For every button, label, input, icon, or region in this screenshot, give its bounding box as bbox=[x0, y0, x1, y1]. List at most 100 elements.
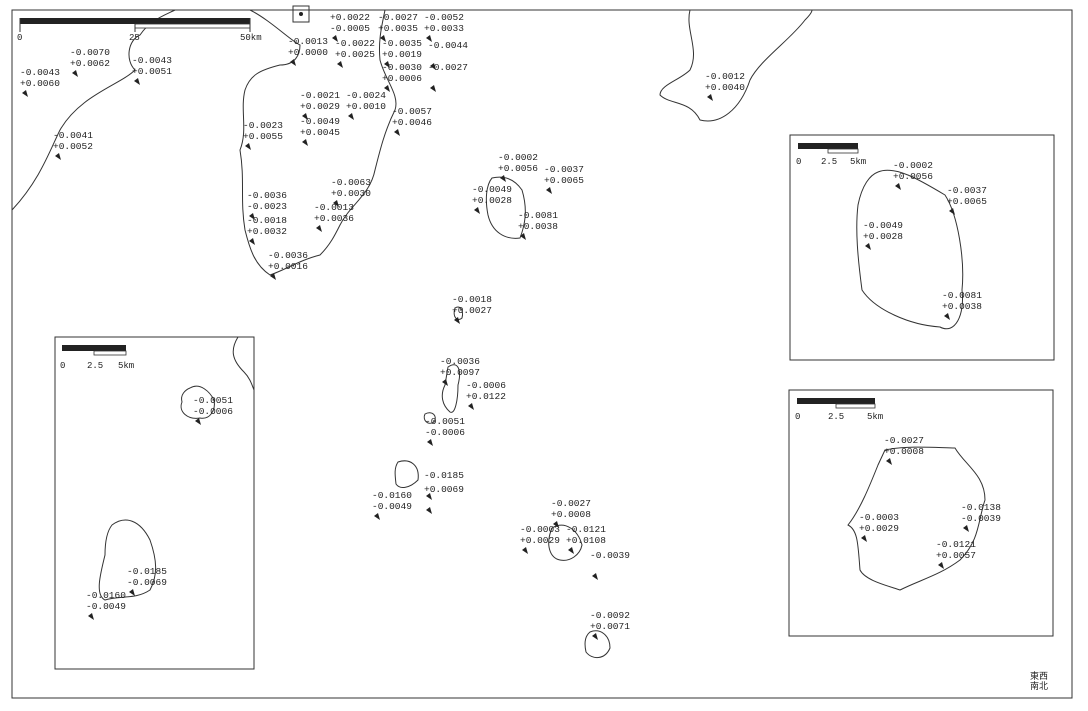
main-frame bbox=[11, 9, 1073, 699]
displacement-arrow-icon bbox=[553, 521, 559, 528]
north-south-value: +0.0025 bbox=[335, 49, 375, 60]
east-west-value: -0.0092 bbox=[590, 610, 630, 621]
north-south-value: -0.0069 bbox=[127, 577, 167, 588]
inset-se-scale-2-5: 2.5 bbox=[828, 412, 845, 422]
east-west-value: -0.0013 bbox=[288, 36, 328, 47]
east-west-value: -0.0044 bbox=[428, 40, 468, 51]
displacement-label: -0.0012+0.0040 bbox=[705, 71, 745, 93]
north-south-value: -0.0049 bbox=[86, 601, 126, 612]
legend-north-south: 南北 bbox=[1030, 682, 1049, 692]
displacement-arrow-icon bbox=[500, 175, 506, 182]
east-west-value: -0.0022 bbox=[335, 38, 375, 49]
east-west-value: -0.0006 bbox=[466, 380, 506, 391]
displacement-label: -0.0027+0.0008 bbox=[884, 435, 924, 457]
north-south-value: +0.0027 bbox=[452, 305, 492, 316]
scale-tick-0: 0 bbox=[17, 33, 23, 43]
east-west-value: -0.0036 bbox=[440, 356, 480, 367]
displacement-arrow-icon bbox=[707, 94, 713, 101]
displacement-label: +0.0022-0.0005 bbox=[330, 12, 370, 34]
displacement-arrow-icon bbox=[454, 317, 460, 324]
displacement-label: -0.0063+0.0030 bbox=[331, 177, 371, 199]
north-south-value: +0.0019 bbox=[382, 49, 422, 60]
displacement-arrow-icon bbox=[72, 70, 78, 77]
east-west-value: -0.0037 bbox=[947, 185, 987, 196]
displacement-label: -0.0036+0.0097 bbox=[440, 356, 480, 378]
displacement-arrow-icon bbox=[442, 379, 448, 386]
east-west-value: -0.0024 bbox=[346, 90, 386, 101]
east-west-value: -0.0018 bbox=[452, 294, 492, 305]
displacement-label: -0.0027 bbox=[428, 62, 468, 73]
displacement-arrow-icon bbox=[474, 207, 480, 214]
displacement-label: -0.0057+0.0046 bbox=[392, 106, 432, 128]
displacement-label: -0.0003+0.0029 bbox=[859, 512, 899, 534]
displacement-label: -0.0013+0.0036 bbox=[314, 202, 354, 224]
displacement-label: -0.0081+0.0038 bbox=[518, 210, 558, 232]
east-west-value: -0.0185 bbox=[424, 470, 464, 481]
north-south-value: +0.0035 bbox=[378, 23, 418, 34]
inset-southeast bbox=[788, 389, 1054, 637]
displacement-label: -0.0160-0.0049 bbox=[372, 490, 412, 512]
east-west-value: -0.0021 bbox=[300, 90, 340, 101]
displacement-arrow-icon bbox=[886, 458, 892, 465]
east-west-value: -0.0121 bbox=[566, 524, 606, 535]
displacement-arrow-icon bbox=[546, 187, 552, 194]
displacement-label: -0.0051-0.0006 bbox=[425, 416, 465, 438]
north-south-value: +0.0065 bbox=[947, 196, 987, 207]
north-south-value: +0.0038 bbox=[518, 221, 558, 232]
displacement-label: -0.0035+0.0019 bbox=[382, 38, 422, 60]
north-south-value: +0.0057 bbox=[936, 550, 976, 561]
north-south-value: -0.0023 bbox=[247, 201, 287, 212]
displacement-label: -0.0041+0.0052 bbox=[53, 130, 93, 152]
displacement-arrow-icon bbox=[290, 59, 296, 66]
displacement-arrow-icon bbox=[302, 139, 308, 146]
north-south-value: +0.0028 bbox=[863, 231, 903, 242]
east-west-value: -0.0081 bbox=[942, 290, 982, 301]
east-west-value: -0.0003 bbox=[859, 512, 899, 523]
east-west-value: +0.0069 bbox=[424, 484, 464, 495]
displacement-label: -0.0043+0.0051 bbox=[132, 55, 172, 77]
displacement-arrow-icon bbox=[426, 35, 432, 42]
north-south-value: +0.0108 bbox=[566, 535, 606, 546]
north-south-value: +0.0006 bbox=[382, 73, 422, 84]
displacement-label: -0.0044 bbox=[428, 40, 468, 51]
north-south-value: +0.0030 bbox=[331, 188, 371, 199]
displacement-arrow-icon bbox=[316, 225, 322, 232]
island-3 bbox=[441, 364, 461, 413]
island-1 bbox=[485, 176, 526, 239]
displacement-label: -0.0027+0.0008 bbox=[551, 498, 591, 520]
east-west-value: -0.0039 bbox=[590, 550, 630, 561]
north-south-value: +0.0056 bbox=[893, 171, 933, 182]
inset-west-scale-5km: 5km bbox=[118, 361, 135, 371]
displacement-label: -0.0049+0.0028 bbox=[472, 184, 512, 206]
displacement-label: -0.0018+0.0032 bbox=[247, 215, 287, 237]
east-west-value: -0.0035 bbox=[382, 38, 422, 49]
displacement-label: -0.0039 bbox=[590, 550, 630, 561]
displacement-arrow-icon bbox=[380, 35, 386, 42]
north-south-value: +0.0122 bbox=[466, 391, 506, 402]
displacement-arrow-icon bbox=[427, 439, 433, 446]
displacement-arrow-icon bbox=[249, 213, 255, 220]
displacement-label: -0.0002+0.0056 bbox=[498, 152, 538, 174]
north-south-value: +0.0036 bbox=[314, 213, 354, 224]
inset-west bbox=[54, 336, 255, 670]
displacement-arrow-icon bbox=[430, 63, 436, 70]
east-west-value: -0.0023 bbox=[243, 120, 283, 131]
east-west-value: -0.0036 bbox=[247, 190, 287, 201]
north-south-value: +0.0029 bbox=[520, 535, 560, 546]
displacement-label: -0.0030+0.0006 bbox=[382, 62, 422, 84]
north-south-value: +0.0065 bbox=[544, 175, 584, 186]
displacement-label: -0.0022+0.0025 bbox=[335, 38, 375, 60]
displacement-label: -0.0043+0.0060 bbox=[20, 67, 60, 89]
east-west-value: -0.0030 bbox=[382, 62, 422, 73]
north-south-value: +0.0038 bbox=[942, 301, 982, 312]
displacement-label: -0.0049+0.0028 bbox=[863, 220, 903, 242]
displacement-arrow-icon bbox=[426, 507, 432, 514]
north-south-value: +0.0071 bbox=[590, 621, 630, 632]
displacement-arrow-icon bbox=[895, 183, 901, 190]
north-south-value: +0.0008 bbox=[551, 509, 591, 520]
east-west-value: -0.0049 bbox=[472, 184, 512, 195]
displacement-arrow-icon bbox=[384, 61, 390, 68]
east-west-value: -0.0027 bbox=[884, 435, 924, 446]
east-west-value: -0.0002 bbox=[893, 160, 933, 171]
island-4 bbox=[423, 412, 436, 424]
